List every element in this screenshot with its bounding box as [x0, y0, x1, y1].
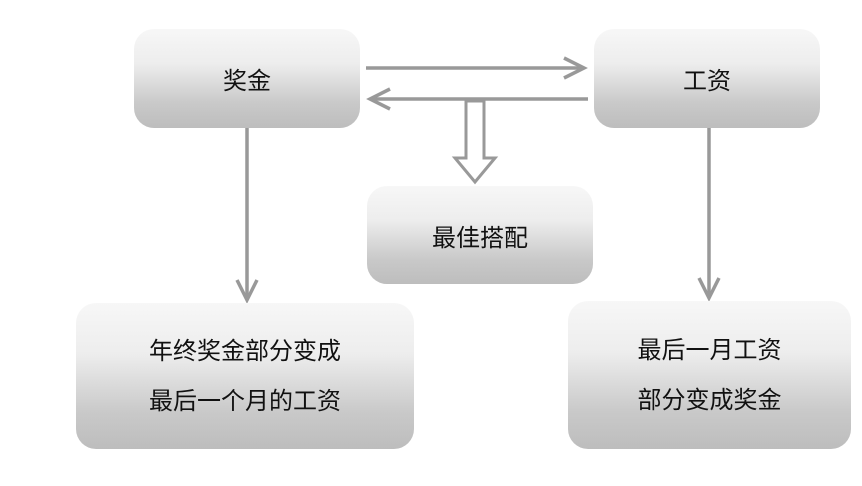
node-bottom-left-line-1: 年终奖金部分变成 — [149, 337, 341, 365]
node-salary: 工资 — [594, 29, 820, 128]
arrow-salary-to-bonus — [366, 87, 588, 111]
node-bottom-left-line-2: 最后一个月的工资 — [149, 387, 341, 415]
arrow-bonus-down — [235, 128, 259, 304]
node-bottom-left: 年终奖金部分变成 最后一个月的工资 — [76, 303, 414, 449]
node-bottom-right-line-2: 部分变成奖金 — [637, 386, 782, 414]
node-bonus: 奖金 — [134, 29, 360, 128]
arrow-salary-down — [697, 128, 721, 302]
arrow-bonus-to-salary — [366, 56, 588, 80]
node-bottom-right-line-1: 最后一月工资 — [637, 336, 782, 364]
node-salary-label: 工资 — [683, 67, 731, 95]
node-bottom-right: 最后一月工资 部分变成奖金 — [568, 301, 851, 449]
node-best-match: 最佳搭配 — [367, 186, 593, 284]
hollow-arrow-to-best-match — [451, 99, 499, 185]
node-best-match-label: 最佳搭配 — [432, 223, 528, 252]
node-bonus-label: 奖金 — [223, 67, 271, 95]
